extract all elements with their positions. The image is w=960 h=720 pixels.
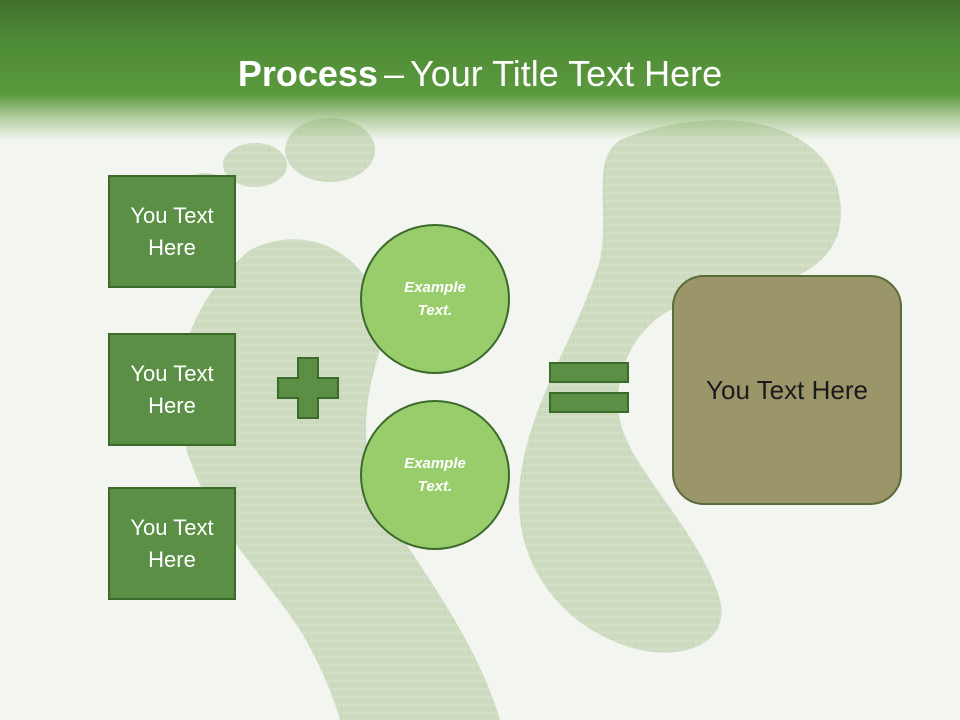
text-box-2-label: You Text Here — [130, 360, 214, 418]
example-circle-1[interactable]: Example Text. — [360, 224, 510, 374]
left-toe-2 — [223, 143, 287, 187]
text-box-3[interactable]: You Text Here — [108, 487, 236, 600]
title-separator: – — [383, 53, 404, 94]
title-rest: Your Title Text Here — [409, 53, 723, 94]
result-box[interactable]: You Text Here — [672, 275, 902, 505]
title-bold-part: Process — [237, 53, 378, 94]
example-circle-1-label: Example Text. — [404, 279, 466, 319]
plus-icon — [277, 357, 339, 419]
text-box-2[interactable]: You Text Here — [108, 333, 236, 446]
text-box-1[interactable]: You Text Here — [108, 175, 236, 288]
left-footprint-shape — [178, 239, 500, 720]
result-box-label: You Text Here — [706, 375, 868, 405]
example-circle-2-label: Example Text. — [404, 455, 466, 495]
text-box-3-label: You Text Here — [130, 514, 214, 572]
equals-icon — [549, 362, 629, 413]
title-bar — [0, 0, 960, 140]
example-circle-2[interactable]: Example Text. — [360, 400, 510, 550]
slide-title: Process–Your Title Text Here — [0, 52, 960, 96]
text-box-1-label: You Text Here — [130, 202, 214, 260]
right-footprint-shape — [518, 120, 841, 653]
